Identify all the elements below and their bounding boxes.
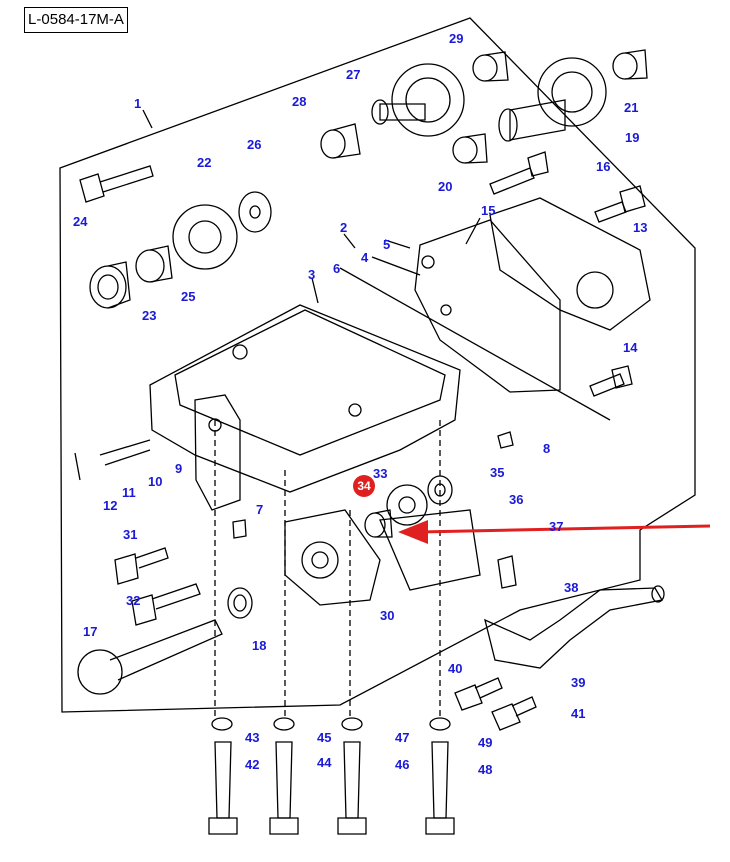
bush-25-drawing	[135, 245, 173, 283]
bolt-46-drawing	[337, 741, 367, 835]
callout-38: 38	[564, 580, 579, 595]
callout-21: 21	[624, 100, 639, 115]
callout-44: 44	[317, 755, 332, 770]
callout-31: 31	[123, 527, 138, 542]
bush-21-drawing	[612, 49, 648, 80]
seal-18-drawing	[227, 587, 253, 619]
bolt-24-drawing	[79, 165, 154, 203]
assembly-frame	[59, 17, 696, 713]
dowel-7-drawing	[232, 519, 247, 539]
callout-18: 18	[252, 638, 267, 653]
callout-20: 20	[438, 179, 453, 194]
gear-27-drawing	[371, 63, 465, 137]
callout-5: 5	[383, 237, 391, 252]
callout-26: 26	[247, 137, 262, 152]
callout-42: 42	[245, 757, 260, 772]
callout-9: 9	[175, 461, 183, 476]
bolt-48-drawing	[425, 741, 455, 835]
gear-33-drawing	[386, 484, 428, 526]
callout-49: 49	[478, 735, 493, 750]
callout-41: 41	[571, 706, 586, 721]
callout-35: 35	[490, 465, 505, 480]
callout-48: 48	[478, 762, 493, 777]
reference-code: L-0584-17M-A	[24, 7, 128, 33]
callout-33: 33	[373, 466, 388, 481]
callout-29: 29	[449, 31, 464, 46]
callout-6: 6	[333, 261, 341, 276]
callout-37: 37	[549, 519, 564, 534]
bush-20-drawing	[452, 133, 488, 164]
callout-39: 39	[571, 675, 586, 690]
plug-37-drawing	[497, 555, 517, 589]
gear-22-drawing	[172, 204, 238, 270]
highlighted-callout-34: 34	[353, 475, 375, 497]
bolt-16-drawing	[594, 185, 646, 223]
callout-27: 27	[346, 67, 361, 82]
callout-15: 15	[481, 203, 496, 218]
callout-32: 32	[126, 593, 141, 608]
callout-43: 43	[245, 730, 260, 745]
callout-2: 2	[340, 220, 348, 235]
callout-47: 47	[395, 730, 410, 745]
callout-8: 8	[543, 441, 551, 456]
washer-26-drawing	[238, 191, 272, 233]
washer-47-drawing	[341, 717, 363, 731]
bolt-42-drawing	[208, 741, 238, 835]
callout-22: 22	[197, 155, 212, 170]
seal-23-drawing	[89, 261, 131, 309]
bolt-40-drawing	[454, 677, 503, 711]
cover-30-drawing	[284, 509, 381, 606]
bolt-14-drawing	[589, 365, 633, 397]
bolt-32-drawing	[131, 583, 201, 626]
callout-25: 25	[181, 289, 196, 304]
callout-11: 11	[122, 485, 136, 500]
callout-17: 17	[83, 624, 98, 639]
callout-40: 40	[448, 661, 463, 676]
callout-3: 3	[308, 267, 316, 282]
bush-34-drawing	[364, 509, 393, 538]
bolt-41-drawing	[491, 696, 537, 731]
pump-body-13-drawing	[489, 197, 651, 331]
bolt-31-drawing	[114, 547, 169, 585]
callout-24: 24	[73, 214, 88, 229]
bush-28-drawing	[320, 123, 361, 159]
plate-4-drawing	[414, 219, 561, 393]
pipe-38-drawing	[484, 585, 665, 669]
callout-19: 19	[625, 130, 640, 145]
spring-10-drawing	[99, 439, 151, 466]
callout-10: 10	[148, 474, 163, 489]
callout-13: 13	[633, 220, 648, 235]
callout-16: 16	[596, 159, 611, 174]
bolt-44-drawing	[269, 741, 299, 835]
callout-23: 23	[142, 308, 157, 323]
gear-19-drawing	[498, 57, 607, 142]
callout-1: 1	[134, 96, 142, 111]
highlight-arrow	[398, 520, 711, 544]
shaft-17-drawing	[77, 619, 223, 695]
callout-46: 46	[395, 757, 410, 772]
shield-36-drawing	[379, 509, 481, 591]
washer-49-drawing	[429, 717, 451, 731]
callout-7: 7	[256, 502, 264, 517]
washer-43-drawing	[211, 717, 233, 731]
housing-drawing	[149, 304, 461, 511]
bolt-long-drawing	[489, 151, 549, 195]
bush-29-drawing	[472, 51, 509, 82]
callout-14: 14	[623, 340, 638, 355]
callout-36: 36	[509, 492, 524, 507]
pin-12-drawing	[74, 452, 81, 481]
callout-45: 45	[317, 730, 332, 745]
plug-8-drawing	[497, 431, 514, 449]
callout-12: 12	[103, 498, 118, 513]
washer-45-drawing	[273, 717, 295, 731]
callout-28: 28	[292, 94, 307, 109]
callout-30: 30	[380, 608, 395, 623]
callout-4: 4	[361, 250, 369, 265]
